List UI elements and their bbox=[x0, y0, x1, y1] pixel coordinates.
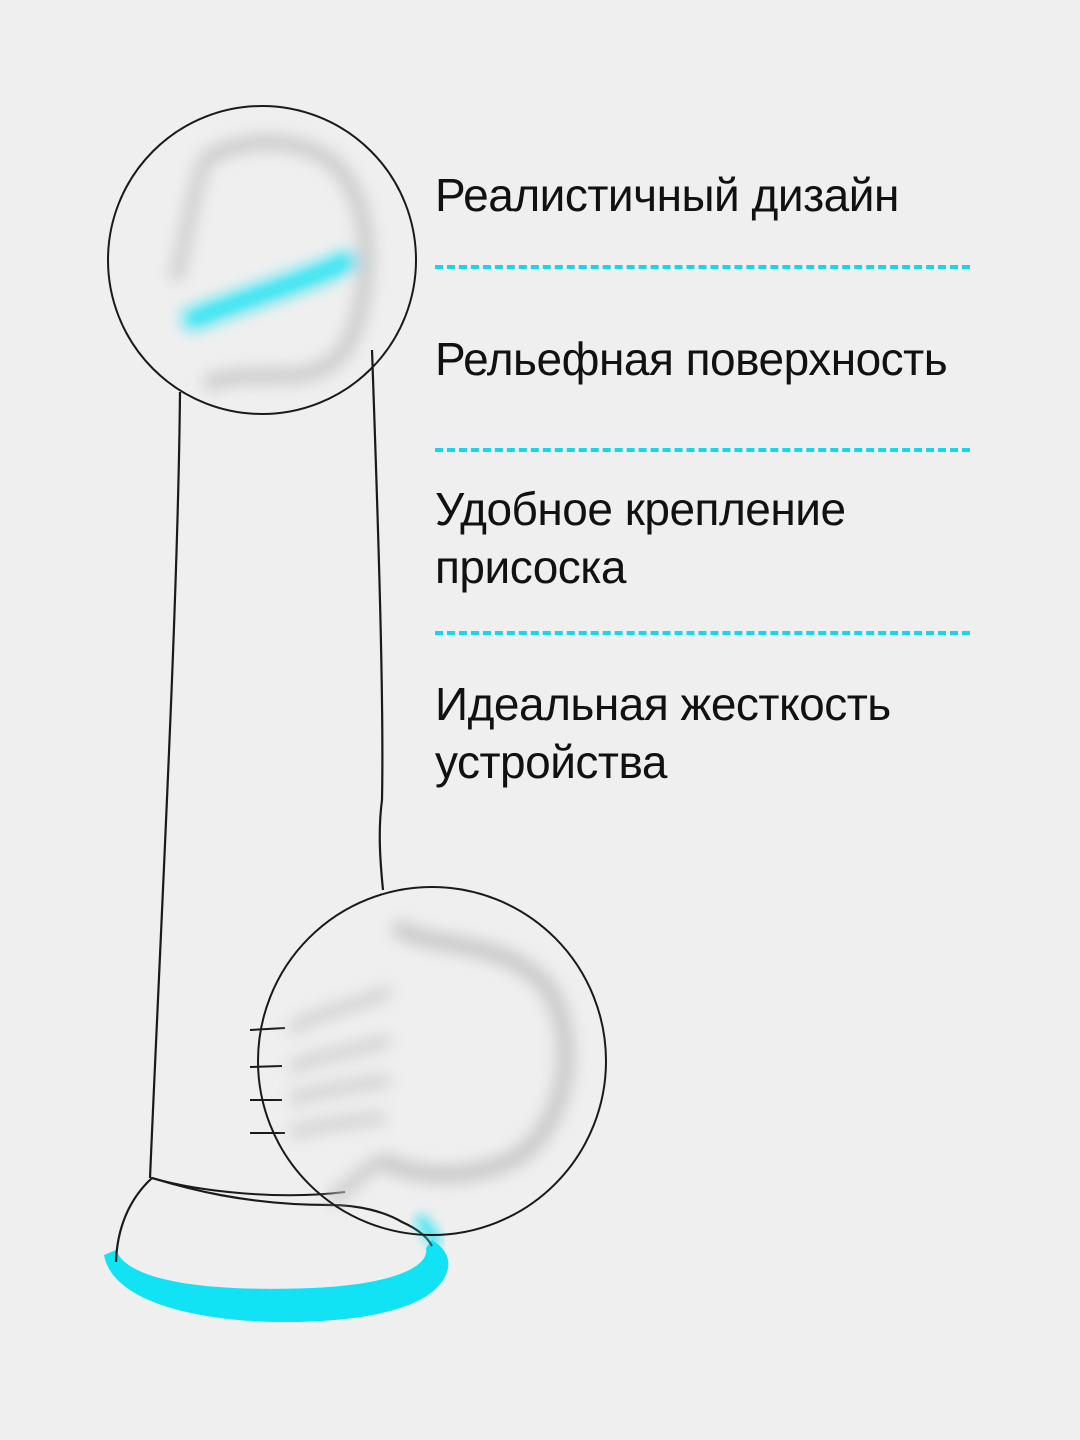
shaft-left-outline bbox=[148, 391, 182, 1179]
feature-4-line-1: Идеальная жесткость bbox=[435, 678, 891, 730]
suction-base-outline bbox=[114, 1176, 433, 1263]
feature-3-line-1: Удобное крепление bbox=[435, 483, 846, 535]
divider-3 bbox=[435, 631, 970, 635]
feature-ideal-stiffness: Идеальная жесткость устройства bbox=[435, 675, 975, 791]
feature-3-line-2: присоска bbox=[435, 541, 627, 593]
feature-2-line-1: Рельефная поверхность bbox=[435, 333, 948, 385]
zoom-top-content bbox=[169, 135, 374, 392]
zoom-circle-bottom bbox=[257, 886, 607, 1236]
zoom-circle-top bbox=[107, 105, 417, 415]
feature-relief-surface: Рельефная поверхность bbox=[435, 330, 975, 388]
shaft-right-outline bbox=[370, 349, 385, 891]
ridge-ticks bbox=[249, 1027, 286, 1134]
zoom-bottom-content bbox=[286, 918, 574, 1248]
divider-2 bbox=[435, 448, 970, 452]
feature-suction-mount: Удобное крепление присоска bbox=[435, 480, 975, 596]
feature-realistic-design: Реалистичный дизайн bbox=[435, 166, 975, 224]
divider-1 bbox=[435, 265, 970, 269]
feature-1-line-1: Реалистичный дизайн bbox=[435, 169, 899, 221]
suction-base-ring bbox=[104, 1240, 449, 1323]
feature-4-line-2: устройства bbox=[435, 736, 668, 788]
